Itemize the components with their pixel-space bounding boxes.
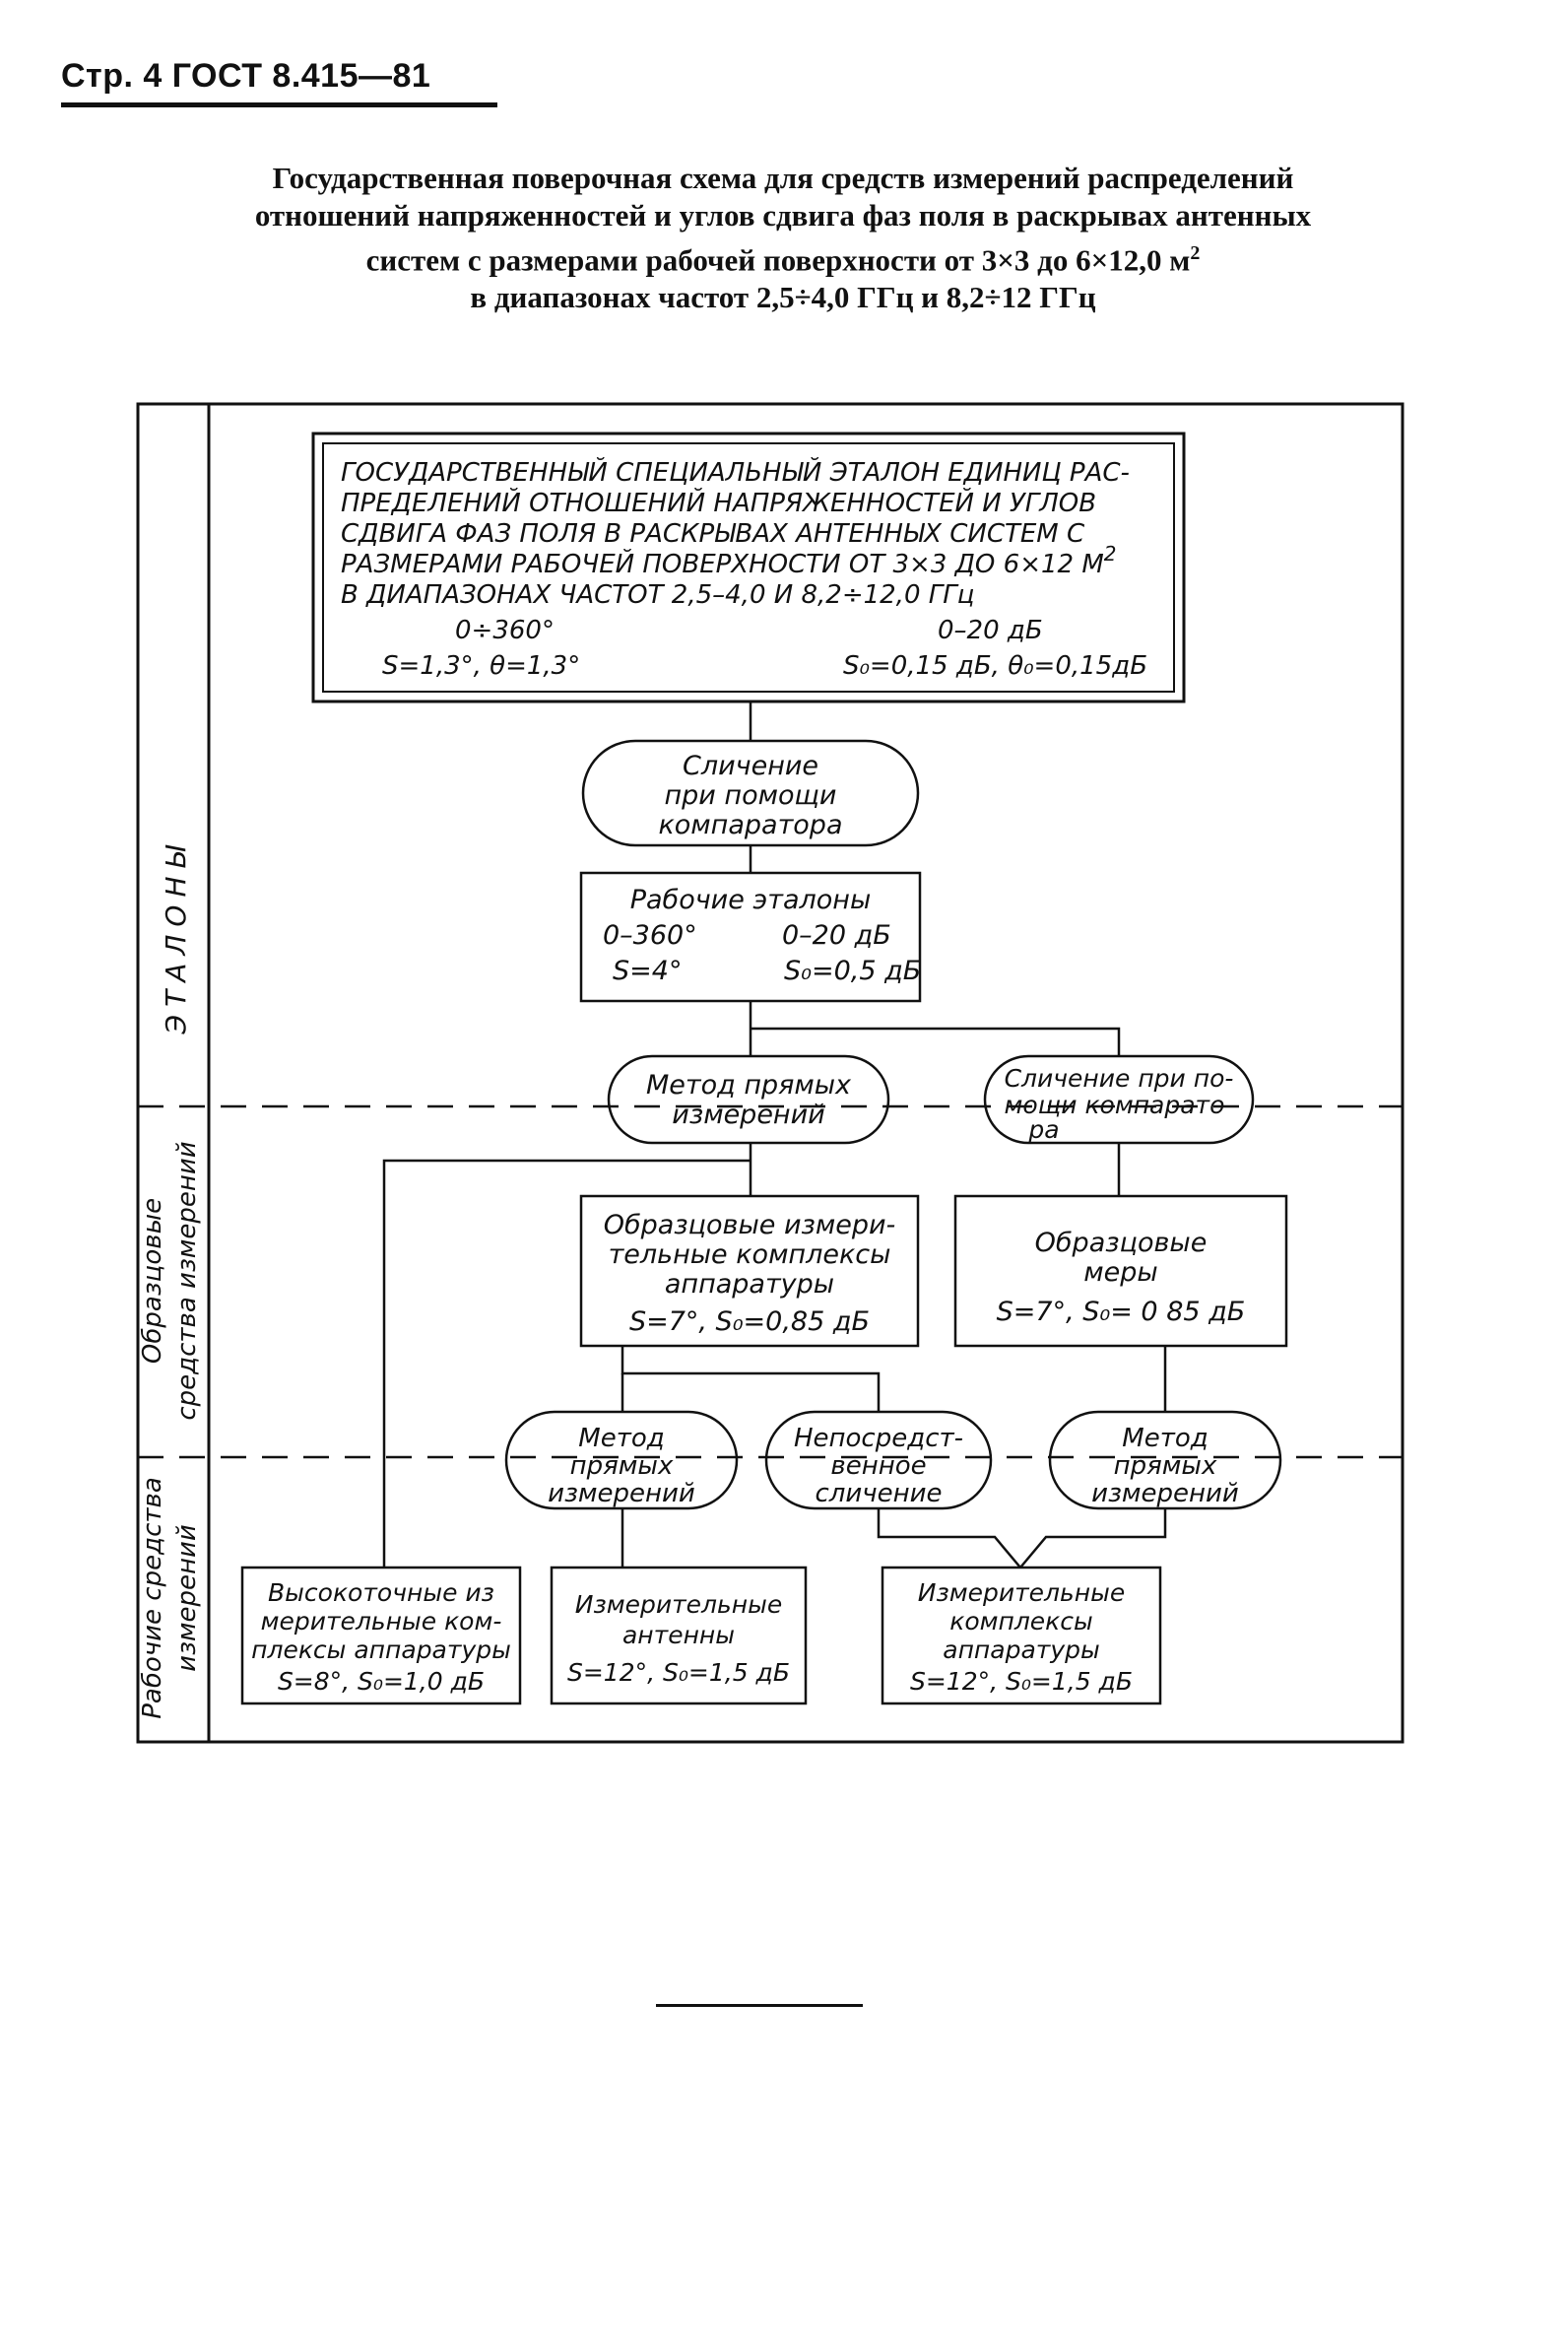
state-standard-line-3: СДВИГА ФАЗ ПОЛЯ В РАСКРЫВАХ АНТЕННЫХ СИС… [341,519,1085,549]
ref-measures-line-1: Образцовые [1035,1228,1208,1258]
state-standard-box-outer [311,432,1186,703]
ref-measures-line-2: меры [1083,1257,1157,1288]
state-standard-box-inner [322,442,1175,693]
direct-comparison-line-1: Непосредст- [794,1424,963,1453]
hp-complexes-line-2: мерительные ком- [261,1607,502,1635]
section-label-reference-2: средства измерений [172,1141,202,1420]
section-label-working-1: Рабочие средства [138,1477,167,1719]
state-standard-accuracy-amp: S₀=0,15 дБ, θ₀=0,15дБ [843,651,1147,681]
working-standards-range-amp: 0–20 дБ [782,920,891,951]
direct-method-1-line-2: измерений [672,1100,824,1130]
hp-complexes-box [240,1566,522,1705]
direct-comparison-line-3: сличение [815,1479,942,1508]
direct-method-1-oval [607,1054,890,1145]
comparison-2-line-2: мощи компарато- [1005,1091,1234,1119]
direct-comparison-line-2: венное [830,1451,926,1481]
antennas-accuracy: S=12°, S₀=1,5 дБ [567,1658,790,1687]
comparison-1-line-2: при помощи [665,780,837,811]
page-header: Стр. 4 ГОСТ 8.415—81 [61,57,431,95]
comparison-1-line-1: Сличение [683,751,818,781]
working-standards-range-phase: 0–360° [603,920,697,951]
work-complexes-line-3: аппаратуры [943,1635,1100,1664]
state-standard-range-amp: 0–20 дБ [938,616,1043,645]
section-label-standards: ЭТАЛОНЫ [160,838,192,1035]
diagram-frame [136,402,1405,1744]
state-standard-line-5: В ДИАПАЗОНАХ ЧАСТОТ 2,5–4,0 И 8,2÷12,0 Г… [341,580,974,610]
title-line-3: систем с размерами рабочей поверхности о… [365,242,1201,278]
state-standard-line-4: РАЗМЕРАМИ РАБОЧЕЙ ПОВЕРХНОСТИ ОТ 3×3 ДО … [341,542,1117,579]
section-label-reference-1: Образцовые [138,1198,167,1364]
title-line-4: в диапазонах частот 2,5÷4,0 ГГц и 8,2÷12… [470,280,1096,315]
work-complexes-line-1: Измерительные [918,1578,1125,1607]
antennas-line-1: Измерительные [575,1590,782,1619]
section-label-working-2: измерений [172,1524,202,1672]
state-standard-text: ГОСУДАРСТВЕННЫЙ СПЕЦИАЛЬНЫЙ ЭТАЛОН ЕДИНИ… [341,456,1147,681]
work-complexes-accuracy: S=12°, S₀=1,5 дБ [910,1667,1133,1696]
comparison-1-line-3: компаратора [658,810,842,840]
state-standard-line-2: ПРЕДЕЛЕНИЙ ОТНОШЕНИЙ НАПРЯЖЕННОСТЕЙ И УГ… [341,487,1096,518]
direct-method-2-line-1: Метод [578,1424,664,1453]
state-standard-superscript: 2 [1104,542,1117,566]
comparison-2-line-3: ра [1027,1115,1059,1144]
direct-method-3-line-2: прямых [1114,1451,1217,1481]
connectors [382,701,1167,1568]
hp-complexes-line-1: Высокоточные из [268,1578,494,1607]
direct-method-2-line-2: прямых [570,1451,674,1481]
working-standards-acc-amp: S₀=0,5 дБ [784,956,921,986]
ref-complexes-line-2: тельные комплексы [609,1239,891,1270]
title-line-2: отношений напряженностей и углов сдвига … [254,198,1312,233]
work-complexes-line-2: комплексы [949,1607,1093,1635]
hp-complexes-line-3: плексы аппаратуры [251,1635,511,1664]
ref-measures-box [953,1194,1288,1348]
state-standard-accuracy-phase: S=1,3°, θ=1,3° [382,651,580,681]
direct-method-2-line-3: измерений [548,1479,695,1508]
ref-complexes-line-3: аппаратуры [665,1269,834,1300]
comparison-2-line-1: Сличение при по- [1005,1064,1234,1093]
working-standards-title: Рабочие эталоны [630,885,872,915]
title-line-1: Государственная поверочная схема для сре… [272,161,1294,195]
direct-method-3-line-3: измерений [1091,1479,1239,1508]
working-standards-acc-phase: S=4° [613,956,682,986]
ref-complexes-line-1: Образцовые измери- [604,1210,896,1240]
title-superscript: 2 [1190,242,1201,264]
document-title: Государственная поверочная схема для сре… [59,160,1507,316]
end-rule [656,2004,863,2007]
ref-complexes-accuracy: S=7°, S₀=0,85 дБ [629,1306,870,1337]
ref-measures-accuracy: S=7°, S₀= 0 85 дБ [997,1297,1246,1327]
direct-method-3-line-1: Метод [1122,1424,1208,1453]
header-rule [61,102,497,107]
direct-method-1-line-1: Метод прямых [646,1070,852,1101]
state-standard-range-phase: 0÷360° [455,616,555,645]
antennas-box [550,1566,808,1705]
state-standard-line-1: ГОСУДАРСТВЕННЫЙ СПЕЦИАЛЬНЫЙ ЭТАЛОН ЕДИНИ… [341,456,1130,488]
hp-complexes-accuracy: S=8°, S₀=1,0 дБ [278,1667,485,1696]
antennas-line-2: антенны [622,1621,735,1649]
